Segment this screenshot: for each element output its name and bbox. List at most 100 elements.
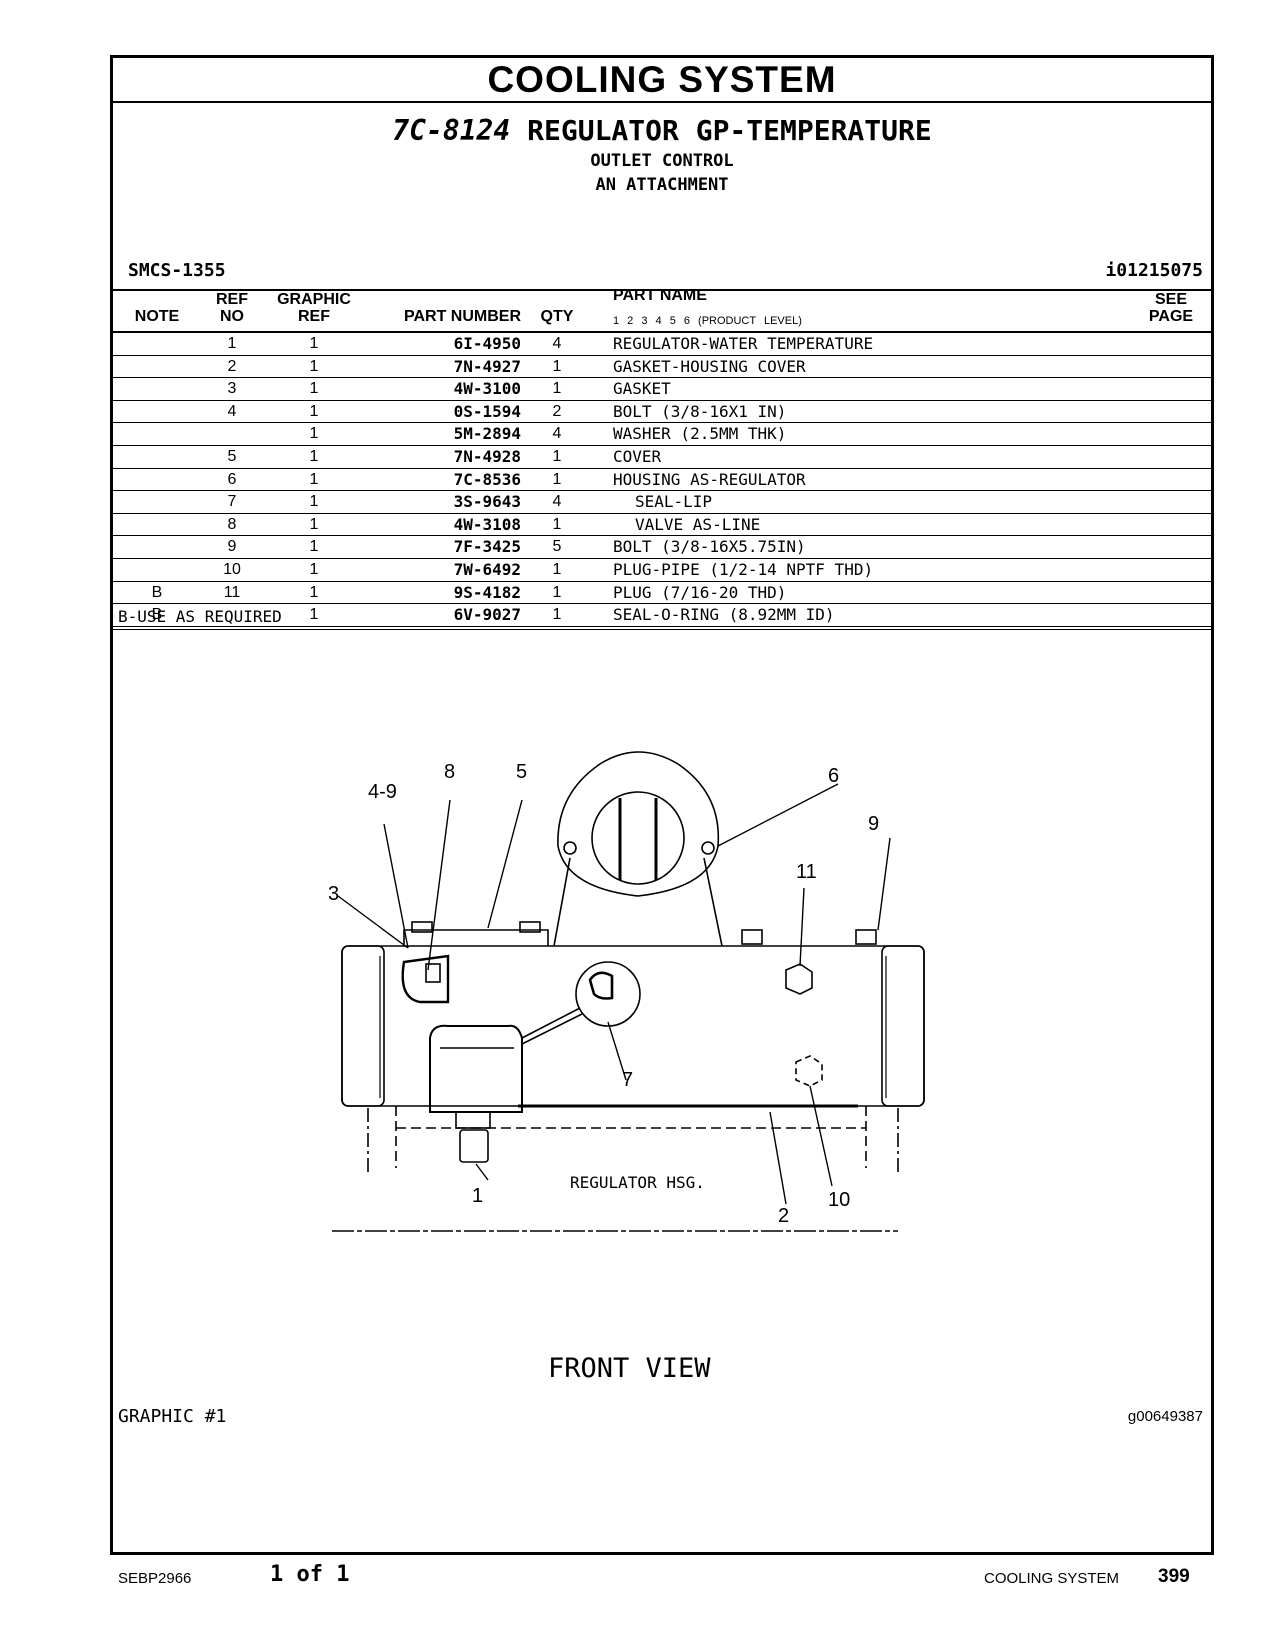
row-ref: 9 — [227, 538, 237, 556]
row-part-name: HOUSING AS-REGULATOR — [613, 469, 806, 489]
row-part-name: REGULATOR-WATER TEMPERATURE — [613, 334, 874, 353]
row-ref: 8 — [227, 515, 237, 533]
pipe-plug-hidden — [795, 1055, 823, 1087]
callout-leader-lines — [337, 783, 891, 1205]
row-qty: 1 — [552, 447, 562, 465]
callout-1: 1 — [472, 1185, 483, 1207]
header-note: NOTE — [134, 308, 180, 325]
row-ref: 2 — [227, 357, 237, 375]
header-graphic-bottom: REF — [298, 308, 330, 325]
header-graphic-top: GRAPHIC — [277, 291, 351, 308]
outlet-bore — [591, 791, 685, 885]
row-part-number: 6I-4950 — [453, 334, 521, 353]
header-part-name: PART NAME — [613, 287, 707, 304]
bolt-head — [741, 929, 763, 945]
callout-10: 10 — [828, 1189, 850, 1211]
table-row: 1 5M-2894 4 WASHER (2.5MM THK) — [113, 423, 1211, 446]
footer-section: COOLING SYSTEM — [984, 1570, 1120, 1587]
group-name: REGULATOR GP-TEMPERATURE — [527, 114, 932, 147]
row-ref: 3 — [227, 380, 237, 398]
row-graphic-ref: 1 — [309, 402, 319, 420]
section-banner: COOLING SYSTEM — [113, 58, 1211, 103]
row-ref: 7 — [227, 493, 237, 511]
group-subtitle-1: OUTLET CONTROL — [590, 151, 734, 171]
row-graphic-ref: 1 — [309, 583, 319, 601]
row-graphic-ref: 1 — [309, 380, 319, 398]
row-ref: 6 — [227, 470, 237, 488]
row-graphic-ref: 1 — [309, 515, 319, 533]
row-ref: 1 — [227, 335, 237, 352]
table-row: 7 1 3S-9643 4 SEAL-LIP — [113, 491, 1211, 514]
callout-11: 11 — [796, 861, 817, 883]
row-ref: 11 — [223, 583, 241, 601]
header-ref-top: REF — [216, 291, 248, 308]
header-see-top: SEE — [1154, 291, 1187, 308]
row-part-name: GASKET — [613, 379, 671, 399]
row-part-number: 9S-4182 — [453, 582, 521, 602]
outlet-neck — [553, 857, 723, 947]
callout-4-9: 4-9 — [368, 781, 397, 803]
row-graphic-ref: 1 — [309, 470, 319, 488]
plug-hex — [785, 963, 813, 995]
seal-detail-circle — [575, 961, 641, 1027]
cover-bolt-head — [519, 921, 541, 933]
row-part-number: 3S-9643 — [453, 492, 521, 512]
row-part-number: 4W-3100 — [453, 379, 521, 399]
callout-2: 2 — [778, 1205, 789, 1227]
row-part-name: SEAL-LIP — [635, 492, 713, 512]
row-graphic-ref: 1 — [309, 560, 319, 578]
row-part-name: COVER — [613, 446, 662, 466]
header-qty: QTY — [540, 308, 574, 325]
smcs-code: SMCS-1355 — [128, 260, 226, 281]
row-part-name: PLUG-PIPE (1/2-14 NPTF THD) — [613, 559, 874, 579]
row-part-number: 5M-2894 — [453, 424, 521, 444]
row-graphic-ref: 1 — [309, 493, 319, 511]
seal-detail-leaders — [521, 1007, 583, 1045]
row-part-number: 4W-3108 — [453, 514, 521, 534]
callout-5: 5 — [516, 761, 527, 783]
header-see-bottom: PAGE — [1148, 308, 1194, 325]
view-label: FRONT VIEW — [548, 1353, 711, 1384]
row-ref: 10 — [223, 560, 241, 578]
row-part-name: WASHER (2.5MM THK) — [613, 424, 787, 444]
row-graphic-ref: 1 — [309, 425, 319, 443]
callout-9: 9 — [868, 813, 879, 835]
footer-page-number: 399 — [1158, 1566, 1190, 1587]
row-part-name: GASKET-HOUSING COVER — [613, 356, 806, 376]
flange-bolt-hole — [563, 841, 577, 855]
housing-centerlines — [367, 1108, 899, 1173]
callout-7: 7 — [622, 1069, 633, 1091]
row-part-number: 0S-1594 — [453, 401, 521, 421]
outlet-flange — [557, 751, 720, 897]
document-id: i01215075 — [1105, 260, 1203, 281]
row-part-name: BOLT (3/8-16X5.75IN) — [613, 537, 806, 557]
lip-seal — [588, 971, 614, 1000]
row-part-number: 7C-8536 — [453, 469, 521, 489]
footer-document: SEBP2966 — [118, 1570, 192, 1587]
row-part-number: 6V-9027 — [453, 605, 521, 625]
row-part-number: 7W-6492 — [453, 559, 521, 579]
header-product-levels: 1 2 3 4 5 6 (PRODUCT LEVEL) — [613, 315, 802, 327]
row-qty: 1 — [552, 606, 562, 624]
cover-bolt-head — [411, 921, 433, 933]
row-part-number: 7F-3425 — [453, 537, 521, 557]
row-qty: 4 — [552, 493, 562, 511]
housing-inner-edges — [379, 956, 887, 1098]
row-qty: 4 — [552, 425, 562, 443]
row-note: B — [151, 606, 163, 624]
cover-plate — [403, 929, 549, 946]
row-part-name: SEAL-O-RING (8.92MM ID) — [613, 605, 835, 625]
row-graphic-ref: 1 — [309, 447, 319, 465]
row-part-number: 7N-4927 — [453, 356, 521, 376]
row-qty: 4 — [552, 335, 562, 352]
graphic-id: g00649387 — [1127, 1408, 1203, 1425]
line-valve — [401, 954, 450, 1004]
